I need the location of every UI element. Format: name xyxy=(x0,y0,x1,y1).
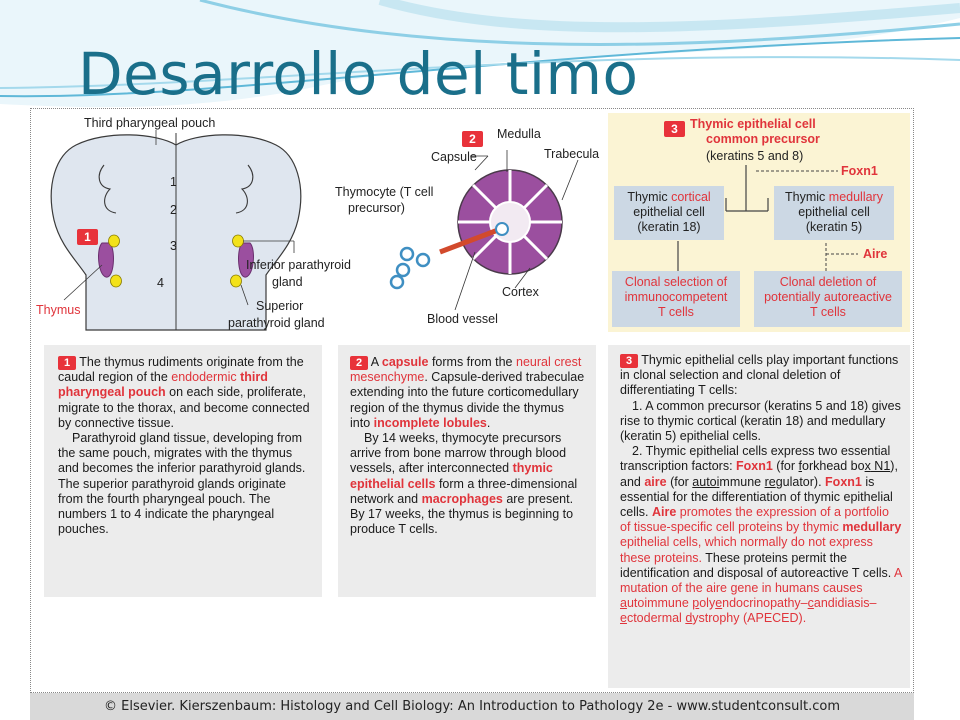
t3-seg-foxn1: Foxn1 xyxy=(736,459,773,473)
figure-2-badge: 2 xyxy=(462,131,483,147)
medullary-l3: (keratin 5) xyxy=(774,220,894,235)
t3-ap-f: ndocrinopathy– xyxy=(722,596,807,610)
pouch-number-1: 1 xyxy=(170,175,177,189)
t3-ap-i: e xyxy=(620,611,627,625)
selection-l1: Clonal selection of xyxy=(612,271,740,290)
t2-seg-f: incomplete lobules xyxy=(374,416,487,430)
pouch-number-3: 3 xyxy=(170,239,177,253)
credit-bar: © Elsevier. Kierszenbaum: Histology and … xyxy=(30,693,914,720)
selection-l3: T cells xyxy=(612,305,740,320)
text-panel-3-body: 3 Thymic epithelial cells play important… xyxy=(608,345,910,627)
capsule-label: Capsule xyxy=(431,150,477,164)
inferior-parathyroid-label-2: gland xyxy=(272,275,303,289)
t3-ap-a: a xyxy=(620,596,627,610)
t3-seg-b: (for xyxy=(773,459,799,473)
medulla-label: Medulla xyxy=(497,127,541,141)
selection-l2: immunocompetent xyxy=(612,290,740,305)
slide-title: Desarrollo del timo xyxy=(78,40,639,108)
text-1-badge: 1 xyxy=(58,356,76,370)
t3-seg-reg-1: re xyxy=(765,475,776,489)
deletion-l1: Clonal deletion of xyxy=(754,271,902,290)
t3-ap-d: oly xyxy=(699,596,715,610)
medullary-a: Thymic xyxy=(785,190,829,204)
t2-seg-g: . xyxy=(487,416,490,430)
thymocyte-label-1: Thymocyte (T cell xyxy=(335,185,433,199)
t2-seg-c: forms from the xyxy=(428,355,516,369)
t3-intro: Thymic epithelial cells play important f… xyxy=(620,353,898,397)
cortical-cell-box: Thymic cortical epithelial cell (keratin… xyxy=(614,186,724,240)
cortical-b: cortical xyxy=(671,190,711,204)
t3-seg-medullary: medullary xyxy=(842,520,901,534)
t3-seg-d: (for xyxy=(667,475,693,489)
t1-para-2: Parathyroid gland tissue, developing fro… xyxy=(58,431,310,537)
thymocyte-label-2: precursor) xyxy=(348,201,405,215)
t3-seg-aire2: Aire xyxy=(652,505,676,519)
clonal-selection-box: Clonal selection of immunocompetent T ce… xyxy=(612,271,740,327)
cortex-label: Cortex xyxy=(502,285,539,299)
trabecula-label: Trabecula xyxy=(544,147,599,161)
t3-ap-j: ctodermal xyxy=(627,611,685,625)
thymus-label: Thymus xyxy=(36,303,80,317)
t2-seg-b: capsule xyxy=(382,355,429,369)
t3-seg-auto-1: auto xyxy=(692,475,716,489)
t3-ap-b: utoimmune xyxy=(627,596,692,610)
text-panel-2: 2 A capsule forms from the neural crest … xyxy=(338,345,596,597)
deletion-l3: T cells xyxy=(754,305,902,320)
medullary-l2: epithelial cell xyxy=(774,205,894,220)
pouch-number-4: 4 xyxy=(157,276,164,290)
t3-ap-h: andidiasis– xyxy=(814,596,877,610)
text-panel-1-body: 1 The thymus rudiments originate from th… xyxy=(44,345,322,537)
text-panel-3: 3 Thymic epithelial cells play important… xyxy=(608,345,910,688)
cortical-a: Thymic xyxy=(627,190,671,204)
thymus-lobule-diagram xyxy=(380,150,600,310)
figure-1-badge: 1 xyxy=(77,229,98,245)
t3-seg-reg-2: gulator). xyxy=(776,475,825,489)
pouch-number-2: 2 xyxy=(170,203,177,217)
t3-item-1: 1. A common precursor (keratins 5 and 18… xyxy=(620,399,902,445)
credit-text: © Elsevier. Kierszenbaum: Histology and … xyxy=(30,699,914,714)
text-panel-1: 1 The thymus rudiments originate from th… xyxy=(44,345,322,597)
t1-seg-b: endodermic xyxy=(171,370,236,384)
foxn1-label: Foxn1 xyxy=(841,164,878,178)
t2-seg-k: macrophages xyxy=(422,492,503,506)
text-2-badge: 2 xyxy=(350,356,368,370)
t3-ap-l: ystrophy (APECED). xyxy=(692,611,806,625)
cortical-l3: (keratin 18) xyxy=(614,220,724,235)
t3-seg-fork-rest: orkhead bo xyxy=(802,459,865,473)
t3-seg-aire: aire xyxy=(644,475,666,489)
aire-label: Aire xyxy=(863,247,887,261)
t2-seg-a: A xyxy=(368,355,382,369)
inferior-parathyroid-label-1: Inferior parathyroid xyxy=(246,258,351,272)
third-pharyngeal-pouch-label: Third pharyngeal pouch xyxy=(84,116,215,130)
text-3-badge: 3 xyxy=(620,354,638,368)
blood-vessel-label: Blood vessel xyxy=(427,312,498,326)
t3-seg-foxn1b: Foxn1 xyxy=(825,475,862,489)
superior-parathyroid-label-1: Superior xyxy=(256,299,303,313)
deletion-l2: potentially autoreactive xyxy=(754,290,902,305)
t3-seg-auto-3: mmune xyxy=(719,475,764,489)
clonal-deletion-box: Clonal deletion of potentially autoreact… xyxy=(754,271,902,327)
superior-parathyroid-label-2: parathyroid gland xyxy=(228,316,325,330)
text-panel-2-body: 2 A capsule forms from the neural crest … xyxy=(338,345,596,537)
t3-seg-fork-n1: N1 xyxy=(871,459,890,473)
medullary-cell-box: Thymic medullary epithelial cell (kerati… xyxy=(774,186,894,240)
cortical-l2: epithelial cell xyxy=(614,205,724,220)
medullary-b: medullary xyxy=(829,190,883,204)
